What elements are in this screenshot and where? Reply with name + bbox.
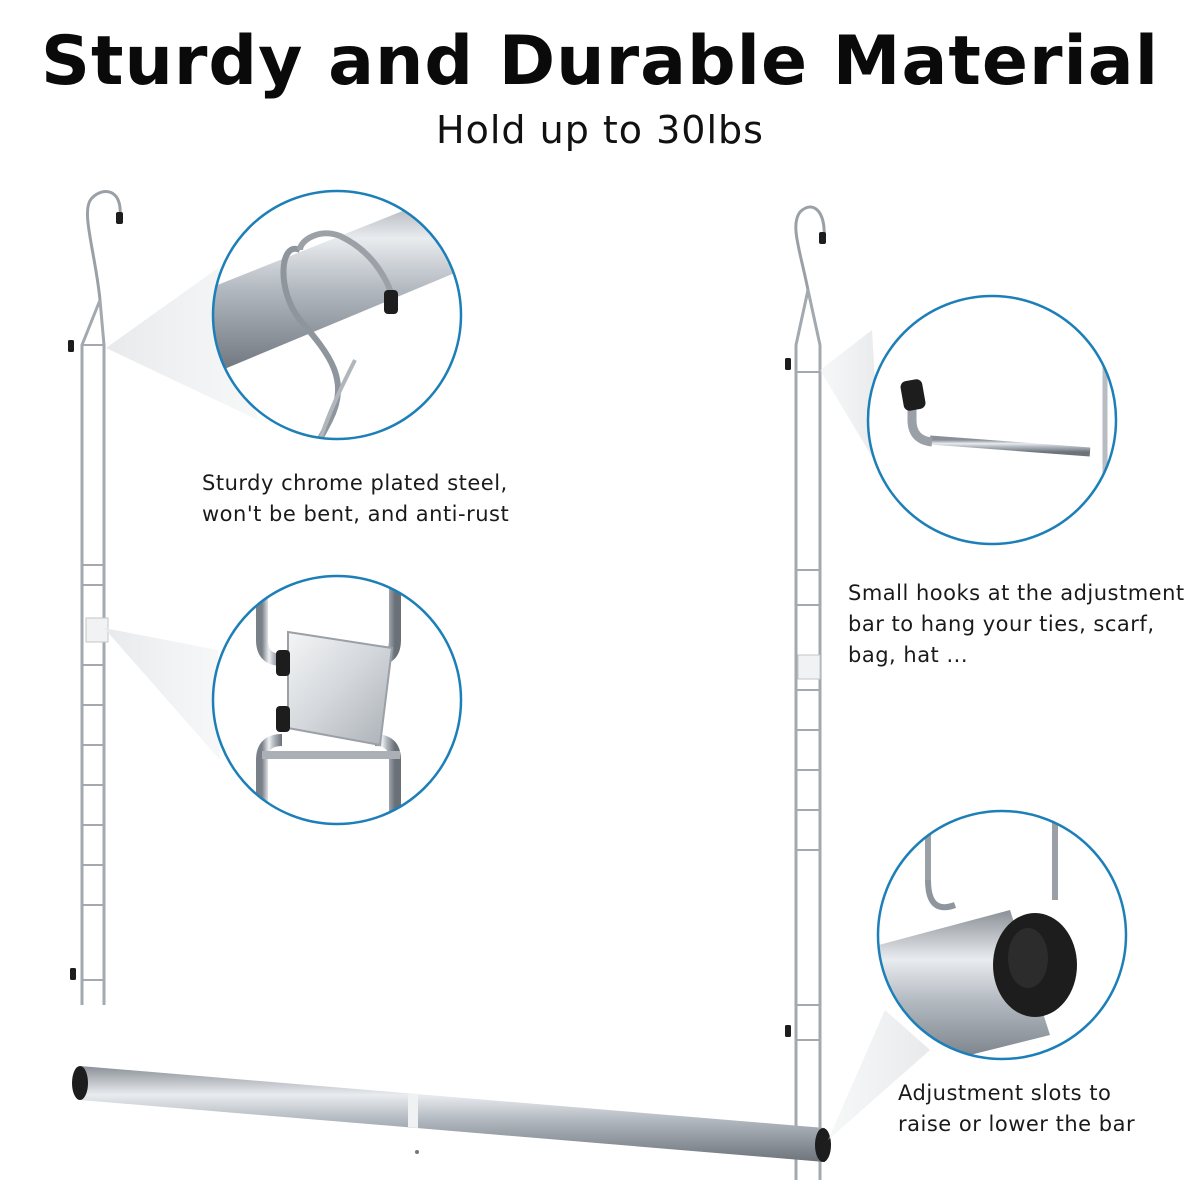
closet-rod-hanger-icon (68, 190, 831, 1180)
caption-line: bar to hang your ties, scarf, (848, 612, 1155, 636)
caption-slots: Adjustment slots to raise or lower the b… (898, 1078, 1135, 1140)
page-subtitle: Hold up to 30lbs (436, 108, 764, 152)
s-hook-detail-icon (211, 189, 463, 441)
caption-steel: Sturdy chrome plated steel, won't be ben… (202, 468, 509, 530)
caption-line: bag, hat ... (848, 643, 968, 667)
caption-line: raise or lower the bar (898, 1112, 1136, 1136)
connector-clip-detail-icon (211, 574, 463, 826)
page-title: Sturdy and Durable Material (40, 22, 1160, 101)
caption-line: won't be bent, and anti-rust (202, 502, 510, 526)
caption-line: Sturdy chrome plated steel, (202, 471, 508, 495)
caption-line: Small hooks at the adjustment (848, 581, 1185, 605)
small-hook-detail-icon (866, 294, 1118, 546)
caption-hooks: Small hooks at the adjustment bar to han… (848, 578, 1185, 671)
caption-line: Adjustment slots to (898, 1081, 1112, 1105)
